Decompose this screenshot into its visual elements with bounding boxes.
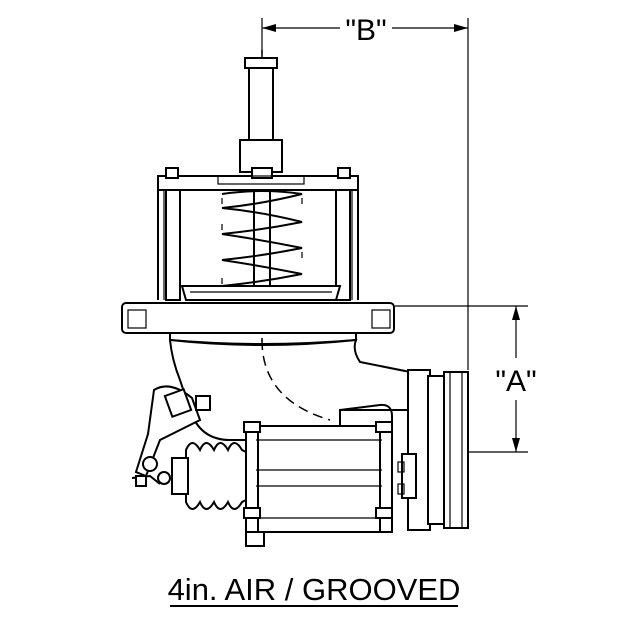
air-cylinder	[243, 421, 393, 547]
valve-stem	[239, 57, 283, 173]
mounting-flange	[121, 302, 395, 345]
grooved-outlet	[339, 369, 469, 531]
compression-spring	[221, 190, 303, 287]
manual-lever	[131, 385, 211, 487]
dimension-b: "B"	[261, 14, 469, 370]
bellows	[171, 442, 247, 510]
piston-plate	[180, 285, 342, 301]
dimension-b-label: "B"	[345, 14, 386, 47]
spring-housing	[157, 189, 359, 301]
caption: 4in. AIR / GROOVED	[168, 572, 461, 607]
spring-housing-top-plate	[157, 167, 359, 191]
dimension-a-label: "A"	[495, 365, 536, 398]
caption-group: 4in. AIR / GROOVED	[168, 572, 461, 607]
valve-body	[168, 338, 411, 441]
